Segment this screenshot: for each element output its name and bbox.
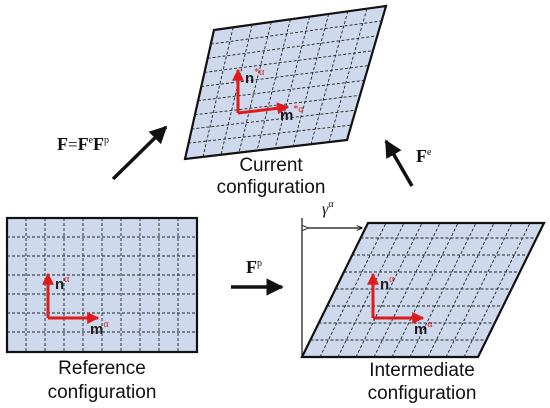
intermediate-n-label: n — [380, 276, 389, 293]
reference-n-label: n — [55, 276, 64, 293]
svg-text:Fe: Fe — [416, 146, 432, 166]
total-Fe-sup: e — [89, 135, 94, 146]
intermediate-m-sup: α — [427, 319, 433, 330]
plastic-F-sup: p — [257, 258, 262, 269]
reference-m-sup: α — [103, 319, 109, 330]
current-caption-line2: configuration — [217, 177, 326, 198]
intermediate-panel: γα nα mα Intermediate configuration — [300, 199, 546, 404]
current-n-label: n — [245, 70, 254, 87]
total-equals: = — [68, 135, 78, 154]
reference-caption-line1: Reference — [58, 358, 146, 379]
reference-panel: nα mα Reference configuration — [5, 216, 199, 403]
current-n-sup: *α — [254, 67, 265, 78]
reference-caption-line2: configuration — [48, 382, 157, 403]
current-panel: n*α m*α Current configuration — [183, 4, 388, 198]
svg-text:γα: γα — [322, 199, 334, 218]
total-deformation-arrow-group: F=FeFp — [57, 125, 168, 181]
intermediate-caption-line2: configuration — [368, 383, 477, 404]
reference-m-label: m — [90, 321, 103, 338]
current-m-vector — [237, 102, 290, 115]
svg-text:m*α: m*α — [280, 104, 304, 124]
intermediate-m-label: m — [414, 321, 427, 338]
svg-text:mα: mα — [414, 319, 433, 338]
svg-text:nα: nα — [55, 274, 70, 293]
total-deformation-arrow — [111, 125, 168, 181]
intermediate-grid — [310, 222, 537, 358]
current-m-label: m — [280, 107, 293, 124]
svg-text:n*α: n*α — [245, 67, 265, 87]
elastic-F-sup: e — [427, 147, 432, 158]
shear-gamma-sup: α — [328, 199, 334, 210]
svg-text:F=FeFp: F=FeFp — [57, 134, 109, 154]
plastic-deformation-arrow-group: Fp — [231, 257, 284, 296]
shear-gamma: γ — [322, 201, 329, 218]
intermediate-n-sup: α — [389, 274, 395, 285]
intermediate-caption-line1: Intermediate — [369, 360, 475, 381]
svg-text:mα: mα — [90, 319, 109, 338]
current-body — [183, 4, 388, 161]
reference-n-sup: α — [64, 274, 70, 285]
total-F: F — [57, 134, 68, 154]
elastic-deformation-arrow-group: Fe — [384, 139, 432, 187]
current-m-sup: *α — [293, 104, 304, 115]
current-caption-line1: Current — [239, 155, 303, 176]
reference-grid — [7, 218, 197, 352]
elastic-F: F — [416, 146, 427, 166]
svg-text:Fp: Fp — [246, 257, 262, 277]
intermediate-body — [300, 221, 546, 359]
plastic-F: F — [246, 257, 257, 277]
total-Fp-sup: p — [104, 135, 109, 146]
svg-text:nα: nα — [380, 274, 395, 293]
elastic-deformation-arrow — [384, 139, 414, 187]
total-Fe: F — [78, 134, 89, 154]
total-Fp: F — [93, 134, 104, 154]
